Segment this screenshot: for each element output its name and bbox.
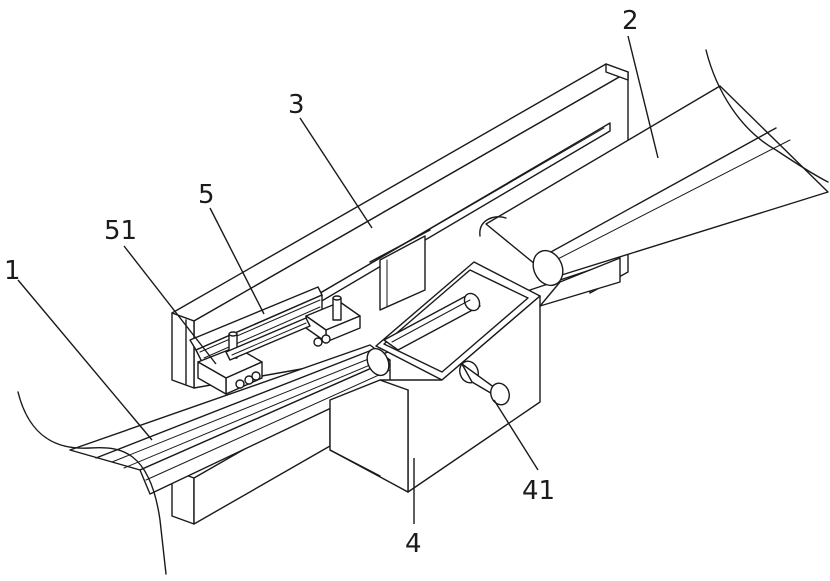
leader-3 (300, 118, 372, 228)
callout-4: 4 (405, 531, 422, 557)
callout-3: 3 (288, 92, 305, 118)
callout-5: 5 (198, 182, 215, 208)
leader-1 (18, 280, 152, 440)
callout-51: 51 (104, 218, 137, 244)
callout-1: 1 (4, 258, 21, 284)
callout-41: 41 (522, 478, 555, 504)
callout-2: 2 (622, 8, 639, 34)
